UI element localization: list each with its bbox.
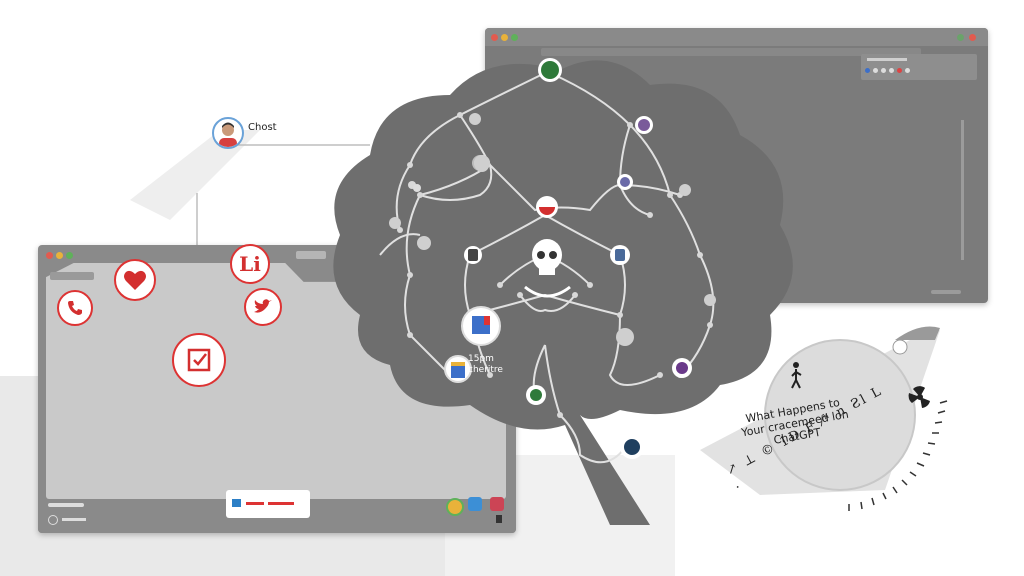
minimize-dot[interactable] <box>56 252 63 259</box>
footer-strip <box>48 503 84 507</box>
footer-line <box>62 518 86 521</box>
gear-icon[interactable] <box>48 515 58 525</box>
status-dot <box>969 34 976 41</box>
linkedin-icon[interactable]: Li <box>230 244 270 284</box>
toolbar-strip <box>50 272 94 280</box>
close-dot[interactable] <box>491 34 498 41</box>
toolbar-panel <box>861 54 977 80</box>
minimize-dot[interactable] <box>501 34 508 41</box>
twitter-icon[interactable] <box>244 288 282 326</box>
fan-icon <box>909 386 930 408</box>
message-input[interactable] <box>226 490 310 518</box>
close-dot[interactable] <box>46 252 53 259</box>
maximize-dot[interactable] <box>511 34 518 41</box>
avatar[interactable] <box>212 117 244 149</box>
horizontal-scroll[interactable] <box>931 290 961 294</box>
callout-bubble[interactable] <box>461 306 501 346</box>
profile-label: Chost <box>248 122 277 133</box>
status-dot <box>957 34 964 41</box>
heart-icon[interactable] <box>114 259 156 301</box>
checklist-icon[interactable] <box>172 333 226 387</box>
phone-icon[interactable] <box>57 290 93 326</box>
person-icon <box>214 119 242 147</box>
callout-label: 15pm cheritre <box>468 354 503 376</box>
maximize-dot[interactable] <box>66 252 73 259</box>
scrollbar[interactable] <box>961 120 964 260</box>
title-bar <box>485 28 988 46</box>
